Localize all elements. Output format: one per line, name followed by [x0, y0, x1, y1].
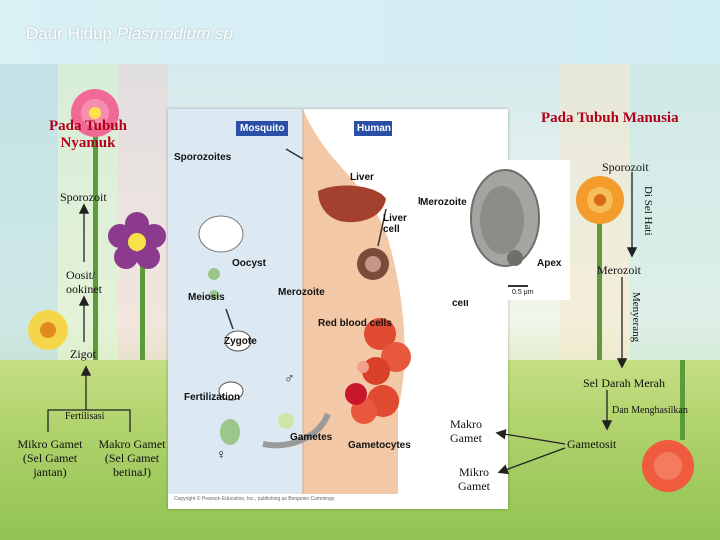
- mosquito-tab: Mosquito: [240, 123, 285, 134]
- merozoite-micrograph: Merozoite Apex 0.5 μm: [420, 160, 570, 300]
- red-dot-icon: [642, 440, 694, 492]
- sporozoit-right: Sporozoit: [602, 160, 649, 174]
- flower-stem: [140, 250, 145, 360]
- fig-gametes: Gametes: [290, 432, 333, 443]
- fertilisasi-bracket: [47, 409, 131, 432]
- oosit-label: Oosit/ ookinet: [66, 268, 102, 296]
- fig-liver: Liver: [350, 172, 374, 183]
- title-bar: [0, 0, 720, 64]
- female-symbol: ♀: [216, 448, 227, 463]
- pink-flower-icon: [71, 89, 119, 137]
- human-body-heading: Pada Tubuh Manusia: [541, 110, 679, 126]
- dan-menghasilkan-label: Dan Menghasilkan: [612, 405, 688, 416]
- fig-scale: 0.5 μm: [512, 289, 534, 296]
- mosquito-body-heading: Pada Tubuh Nyamuk: [49, 118, 127, 151]
- menyerang-label: Menyerang: [630, 292, 642, 343]
- orange-flower-icon: [576, 176, 624, 224]
- fig-fertilization: Fertilization: [184, 392, 241, 403]
- fig-gametocytes: Gametocytes: [348, 440, 411, 451]
- fig-liver-cell: Liver cell: [383, 213, 407, 235]
- mikro-gamet-jantan-label: Mikro Gamet (Sel Gamet jantan): [17, 437, 83, 479]
- figure-drawing: [168, 109, 411, 494]
- fig-sporozoites: Sporozoites: [174, 152, 232, 163]
- flower-stem: [680, 360, 685, 440]
- zigot-label: Zigot: [70, 347, 96, 361]
- fig-merozoite-mid: Merozoite: [278, 287, 325, 298]
- fig-oocyst: Oocyst: [232, 258, 266, 269]
- male-symbol: ♂: [284, 372, 295, 387]
- flower-stem: [597, 210, 602, 360]
- purple-flower-icon: [108, 212, 166, 269]
- fig-zygote: Zygote: [224, 336, 257, 347]
- fertilisasi-label: Fertilisasi: [65, 411, 105, 422]
- yellow-flower-icon: [28, 310, 68, 350]
- fig-meiosis: Meiosis: [188, 292, 225, 303]
- makro-gamet-betina-label: Makro Gamet (Sel Gamet betinaJ): [98, 437, 166, 479]
- mikro-gamet-label: Mikro Gamet: [458, 465, 490, 493]
- fig-apex: Apex: [537, 258, 562, 269]
- page-title: Daur Hidup Plasmodium sp: [26, 24, 233, 43]
- copyright-text: Copyright © Pearson Education, Inc., pub…: [174, 496, 335, 502]
- sporozoit-left: Sporozoit: [60, 190, 107, 204]
- arrow-to-makro-gamet: [495, 429, 566, 445]
- micrograph-drawing: [420, 160, 570, 300]
- gametosit-label: Gametosit: [567, 437, 617, 451]
- micro-merozoite-label: Merozoite: [420, 197, 467, 208]
- human-tab: Human: [357, 123, 391, 134]
- arrow-to-mikro-gamet: [497, 447, 566, 475]
- makro-gamet-label: Makro Gamet: [450, 417, 482, 445]
- flower-stem: [93, 120, 98, 360]
- merozoit-label: Merozoit: [597, 263, 641, 277]
- fig-red-blood-cells: Red blood cells: [318, 318, 392, 329]
- sel-darah-merah-label: Sel Darah Merah: [583, 376, 665, 390]
- di-sel-hati-label: Di Sel Hati: [642, 186, 654, 236]
